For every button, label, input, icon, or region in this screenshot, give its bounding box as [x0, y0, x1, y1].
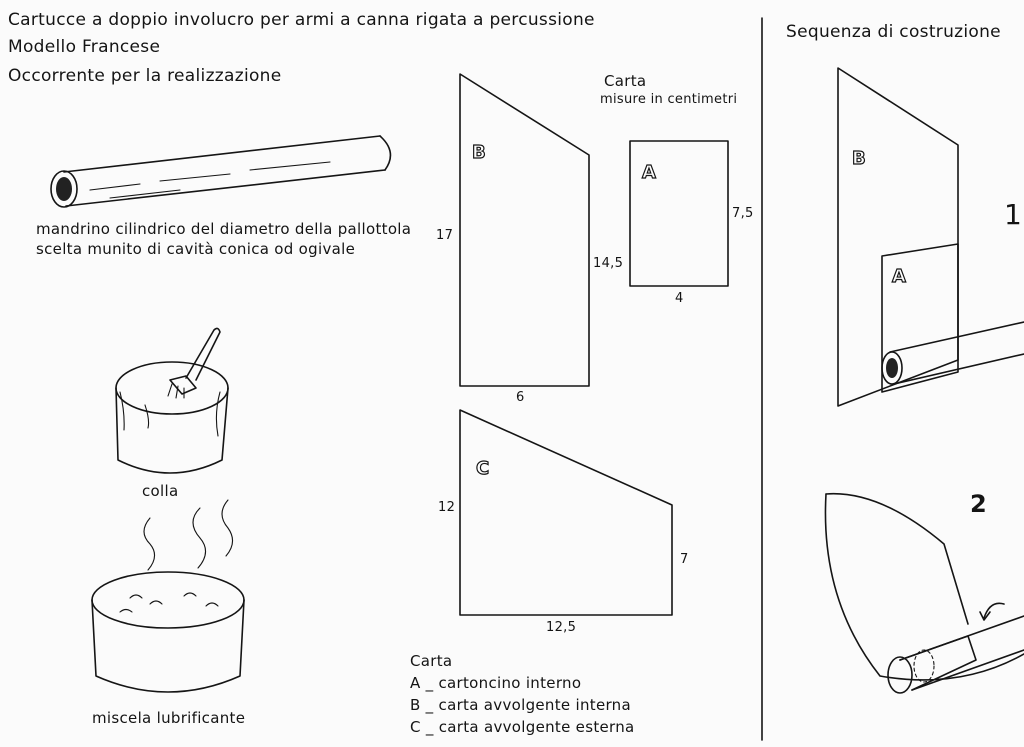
shape-b-outline: B: [459, 73, 590, 387]
sequence-step-2-number: 2: [970, 490, 987, 518]
shape-a-outline: A: [629, 140, 729, 287]
sequence-step1-drawing: B A: [837, 67, 1024, 407]
svg-text:B: B: [472, 142, 486, 163]
legend-item-b: B _ carta avvolgente interna: [410, 696, 631, 714]
mandrel-caption-1: mandrino cilindrico del diametro della p…: [36, 220, 412, 238]
svg-text:A: A: [892, 266, 906, 287]
legend-title: Carta: [410, 652, 453, 670]
lubricant-caption: miscela lubrificante: [92, 709, 246, 727]
shape-c-left-height: 12: [438, 500, 456, 515]
title-line-3: Occorrente per la realizzazione: [8, 66, 282, 86]
paper-note-title: Carta: [604, 72, 647, 90]
svg-text:A: A: [642, 162, 656, 183]
mandrel-illustration: [50, 135, 392, 208]
shape-b-right-height: 14,5: [593, 256, 624, 271]
shape-c-right-height: 7: [680, 552, 689, 567]
mandrel-caption-2: scelta munito di cavità conica od ogival…: [36, 240, 356, 258]
title-line-2: Modello Francese: [8, 37, 161, 57]
paper-note-units: misure in centimetri: [600, 92, 738, 107]
glue-pot-illustration: [115, 327, 229, 474]
legend-item-a: A _ cartoncino interno: [410, 674, 582, 692]
shape-a-width: 4: [675, 291, 684, 306]
svg-text:B: B: [852, 148, 866, 169]
sequence-step2-drawing: [824, 492, 1024, 694]
sequence-step-1-number: 1: [1004, 198, 1023, 231]
shape-b-width: 6: [516, 390, 525, 405]
title-line-1: Cartucce a doppio involucro per armi a c…: [8, 10, 595, 30]
lubricant-pot-illustration: [91, 499, 245, 693]
shape-b-left-height: 17: [436, 228, 454, 243]
glue-caption: colla: [142, 482, 179, 500]
sequence-title: Sequenza di costruzione: [786, 22, 1001, 42]
shape-c-width: 12,5: [546, 620, 577, 635]
shape-c-outline: C: [459, 409, 673, 616]
svg-text:C: C: [476, 458, 489, 479]
legend-item-c: C _ carta avvolgente esterna: [410, 718, 635, 736]
shape-a-height: 7,5: [732, 206, 754, 221]
